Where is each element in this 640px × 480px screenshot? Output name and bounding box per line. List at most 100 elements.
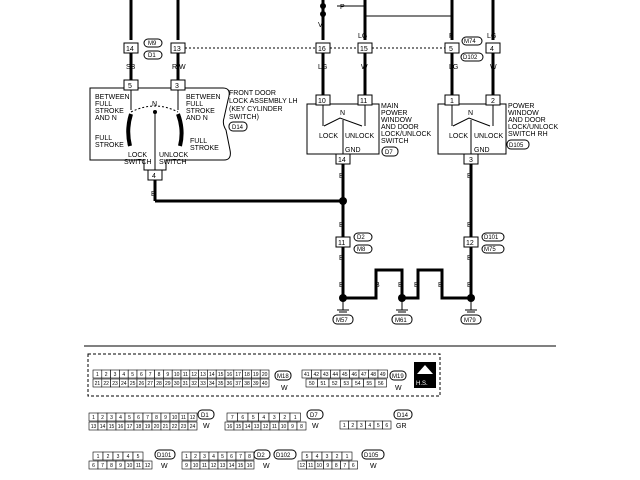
pin-number: 7: [101, 463, 104, 469]
pin-number: 35: [218, 381, 224, 387]
connector-id-d2: D2: [257, 453, 265, 459]
pin-number: 3: [114, 372, 117, 378]
pin-number: 56: [378, 381, 384, 387]
splice-dot: [320, 3, 326, 9]
pin-number: 21: [95, 381, 101, 387]
hs-icon: [414, 362, 436, 388]
pin-number: 4: [368, 423, 371, 429]
lh-switch-title: (KEY CYLINDER: [229, 106, 283, 113]
connector-id-d102: D102: [463, 55, 478, 61]
pin-number: 15: [236, 424, 242, 430]
pin-number: 2: [336, 454, 339, 460]
pin-number: 6: [230, 454, 233, 460]
ground-symbol-icon: [460, 309, 482, 325]
pin-number: 2: [101, 415, 104, 421]
pin-number: 11: [272, 424, 277, 430]
pin-number: 32: [191, 381, 197, 387]
top-wires: [129, 0, 495, 40]
pin-cell: [244, 460, 255, 470]
rh-switch-title: POWER: [508, 103, 534, 110]
rh-switch-title: SWITCH RH: [508, 131, 548, 138]
pin-number: 54: [355, 381, 361, 387]
pin-number: 10: [281, 424, 287, 430]
connector-id-d101: D101: [484, 235, 499, 241]
pin-number: 10: [172, 415, 178, 421]
pin-number: 13: [254, 424, 260, 430]
pin-number: 3: [326, 454, 329, 460]
lh-switch-title: FRONT DOOR: [229, 90, 276, 97]
full-stroke-left: STROKE: [95, 142, 124, 149]
connector-id-m19: M19: [392, 374, 404, 380]
pin-number: 33: [200, 381, 206, 387]
main-switch-title: POWER: [381, 110, 407, 117]
pin-number: 5: [221, 454, 224, 460]
pin-number: 43: [323, 372, 329, 378]
wire-color-w: W: [361, 64, 368, 71]
main-switch-title: LOCK/UNLOCK: [381, 131, 432, 138]
pin-number: 34: [209, 381, 215, 387]
between-full-stroke-right: FULL: [186, 101, 203, 108]
connector-color: GR: [396, 423, 407, 430]
pin-cell: [259, 369, 270, 379]
between-full-stroke-left: FULL: [95, 101, 112, 108]
pin-number: 8: [158, 372, 161, 378]
connector-id-m75: M75: [484, 247, 496, 253]
pin-number: 27: [147, 381, 153, 387]
pin-cell: [341, 451, 353, 461]
pin-number: 46: [351, 372, 357, 378]
pin-number: 50: [309, 381, 315, 387]
pin-number: 44: [332, 372, 338, 378]
ground-id-m79: M79: [464, 318, 476, 324]
pin-number: 8: [300, 424, 303, 430]
pin-number: 3: [360, 423, 363, 429]
pin-number: 25: [130, 381, 136, 387]
pin-number: 23: [181, 424, 187, 430]
pin-number: 48: [370, 372, 376, 378]
front-door-lock-assembly-lh: 5 3 4: [89, 79, 231, 181]
pin-5: 5: [449, 46, 453, 53]
pin-cell: [259, 378, 270, 388]
gnd-label: GND: [345, 147, 361, 154]
lock-switch-label: LOCK: [128, 152, 147, 159]
pin-number: 9: [119, 463, 122, 469]
unlock-label: UNLOCK: [345, 133, 375, 140]
switch-neutral-n: N: [468, 110, 473, 117]
pin-number: 16: [118, 424, 124, 430]
pin-number: 10: [174, 372, 180, 378]
wire-color-label: [126, 33, 128, 40]
connector-id-d105: D105: [509, 143, 524, 149]
pin-number: 14: [245, 424, 251, 430]
wire-color-b: B: [151, 191, 156, 198]
pin-number: 1: [97, 454, 100, 460]
pin-number: 12: [211, 463, 217, 469]
pin-number: 11: [183, 372, 188, 378]
main-switch-title: WINDOW: [381, 117, 412, 124]
wire-color-w: W: [490, 64, 497, 71]
pin-number: 3: [203, 454, 206, 460]
top-connector-row: 14 13 M9 D1 16 15 5 4 M74 D102: [123, 36, 501, 62]
pin-number: 28: [156, 381, 162, 387]
pin-number: 9: [185, 463, 188, 469]
pin-number: 16: [247, 463, 253, 469]
pin-number: 5: [128, 415, 131, 421]
gnd-label: GND: [474, 147, 490, 154]
pin-cell: [132, 451, 144, 461]
hs-label: H.S.: [416, 381, 428, 387]
pin-1: 1: [450, 98, 454, 105]
pin-number: 6: [352, 463, 355, 469]
pin-number: 26: [139, 381, 145, 387]
main-switch-title: MAIN: [381, 103, 399, 110]
pin-number: 18: [244, 372, 250, 378]
pin-number: 12: [263, 424, 269, 430]
pin-number: 38: [244, 381, 250, 387]
wire-color-lg: LG: [358, 33, 367, 40]
pin-number: 52: [332, 381, 338, 387]
connector-id-d105: D105: [364, 453, 379, 459]
pin-number: 15: [218, 372, 224, 378]
pin-number: 13: [91, 424, 97, 430]
power-window-switch-rh: 1 2 3: [437, 94, 507, 165]
connector-color: W: [395, 385, 402, 392]
pin-5: 5: [128, 83, 132, 90]
